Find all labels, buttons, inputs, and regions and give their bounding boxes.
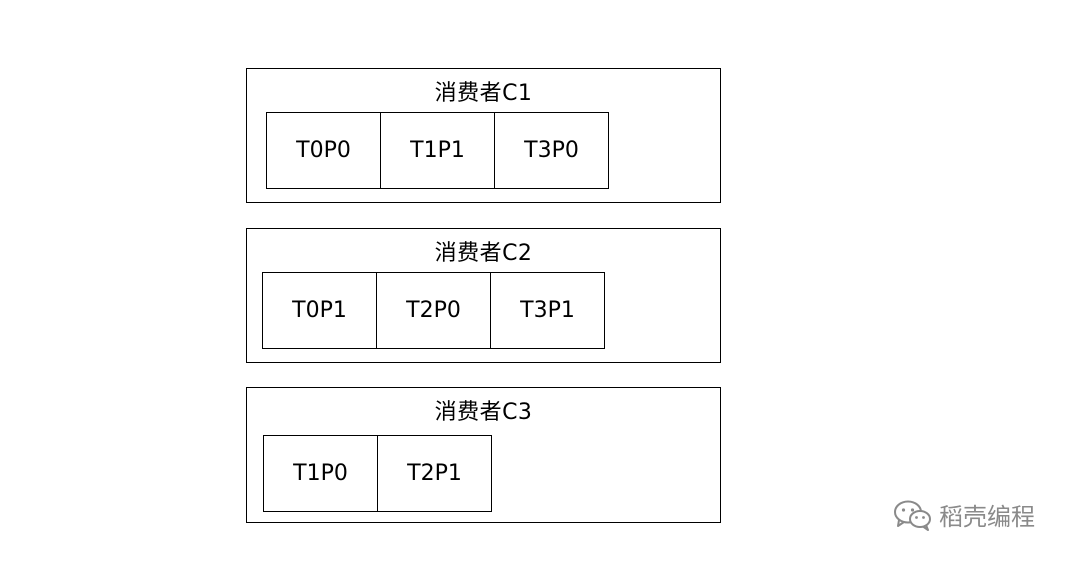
- partition-cell: T1P0: [263, 435, 378, 512]
- consumer-box-c3: 消费者C3 T1P0 T2P1: [246, 387, 721, 523]
- partition-row: T0P0 T1P1 T3P0: [266, 112, 609, 189]
- consumer-box-c1: 消费者C1 T0P0 T1P1 T3P0: [246, 68, 721, 203]
- partition-cell: T3P1: [490, 272, 605, 349]
- consumer-title: 消费者C2: [434, 241, 533, 266]
- partition-cell: T3P0: [494, 112, 609, 189]
- partition-cell: T2P1: [377, 435, 492, 512]
- partition-cell: T1P1: [380, 112, 495, 189]
- watermark-text: 稻壳编程: [939, 503, 1035, 531]
- partition-row: T0P1 T2P0 T3P1: [262, 272, 605, 349]
- watermark: 稻壳编程: [893, 497, 1035, 532]
- partition-cell: T0P0: [266, 112, 381, 189]
- partition-cell: T2P0: [376, 272, 491, 349]
- partition-row: T1P0 T2P1: [263, 435, 492, 512]
- consumer-title: 消费者C3: [434, 400, 533, 425]
- consumer-title: 消费者C1: [434, 81, 533, 106]
- consumer-box-c2: 消费者C2 T0P1 T2P0 T3P1: [246, 228, 721, 363]
- partition-cell: T0P1: [262, 272, 377, 349]
- wechat-icon: [893, 499, 933, 531]
